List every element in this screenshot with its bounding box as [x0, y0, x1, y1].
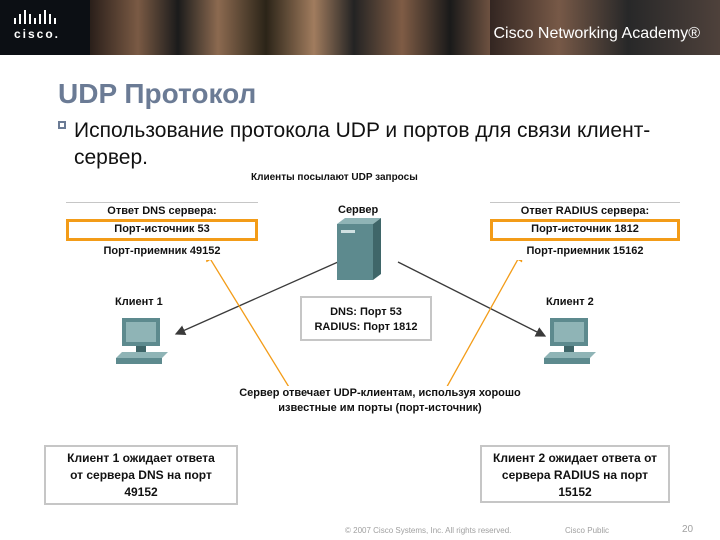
radius-response-box: Ответ RADIUS сервера: Порт-источник 1812…	[490, 202, 680, 260]
client2-label: Клиент 2	[546, 296, 594, 308]
cisco-logo-icon	[14, 10, 56, 24]
header-banner: cisco. Cisco Networking Academy®	[0, 0, 720, 55]
footer-page-number: 20	[682, 524, 694, 535]
client1-wait-line2: от сервера DNS на порт	[70, 468, 212, 482]
cisco-logo-text: cisco.	[14, 27, 61, 41]
dns-source-port-highlight	[66, 219, 258, 241]
client2-wait-line3: 15152	[558, 485, 592, 499]
radius-port-line: RADIUS: Порт 1812	[314, 321, 418, 333]
diagram-caption: Клиенты посылают UDP запросы	[251, 172, 418, 183]
client1-wait-line3: 49152	[124, 485, 158, 499]
page-title: UDP Протокол	[58, 78, 257, 109]
server-response-note: Сервер отвечает UDP-клиентам, используя …	[220, 386, 540, 416]
radius-dest-port: Порт-приемник 15162	[526, 245, 644, 257]
footer-copyright: © 2007 Cisco Systems, Inc. All rights re…	[345, 526, 512, 535]
dns-dest-port: Порт-приемник 49152	[103, 245, 221, 257]
dns-response-box: Ответ DNS сервера: Порт-источник 53 Порт…	[66, 202, 258, 260]
client1-wait-box: Клиент 1 ожидает ответа от сервера DNS н…	[44, 445, 238, 505]
footer-public: Cisco Public	[565, 526, 610, 535]
orange-pointer-left	[205, 250, 293, 393]
client2-wait-line2: сервера RADIUS на порт	[501, 468, 649, 482]
server-label: Сервер	[338, 204, 379, 216]
client2-computer-icon	[544, 318, 596, 364]
dns-port-line: DNS: Порт 53	[330, 306, 402, 318]
server-ports-box: DNS: Порт 53 RADIUS: Порт 1812	[300, 296, 432, 341]
photo-strip	[90, 0, 490, 55]
photo-strip-right	[490, 0, 720, 55]
dns-response-title: Ответ DNS сервера:	[107, 205, 217, 217]
server-note-line2: известные им порты (порт-источник)	[278, 402, 482, 414]
client1-label: Клиент 1	[115, 296, 163, 308]
orange-pointer-right	[443, 250, 523, 393]
arrow-server-to-client1	[174, 261, 339, 336]
arrow-server-to-client2	[397, 261, 547, 337]
dns-source-port: Порт-источник 53	[114, 223, 210, 235]
radius-source-port: Порт-источник 1812	[531, 223, 639, 235]
bullet-text: Использование протокола UDP и портов для…	[74, 119, 651, 169]
bullet-square-icon	[58, 121, 66, 129]
academy-title: Cisco Networking Academy®	[493, 25, 700, 42]
radius-response-title: Ответ RADIUS сервера:	[520, 205, 650, 217]
server-icon	[337, 218, 381, 280]
server-note-line1: Сервер отвечает UDP-клиентам, используя …	[239, 387, 521, 399]
client2-wait-line1: Клиент 2 ожидает ответа от	[493, 451, 657, 465]
client1-wait-line1: Клиент 1 ожидает ответа	[67, 451, 215, 465]
client1-computer-icon	[116, 318, 168, 364]
bullet-point: Использование протокола UDP и портов для…	[58, 117, 678, 171]
client2-wait-box: Клиент 2 ожидает ответа от сервера RADIU…	[480, 445, 670, 503]
radius-source-port-highlight	[490, 219, 680, 241]
